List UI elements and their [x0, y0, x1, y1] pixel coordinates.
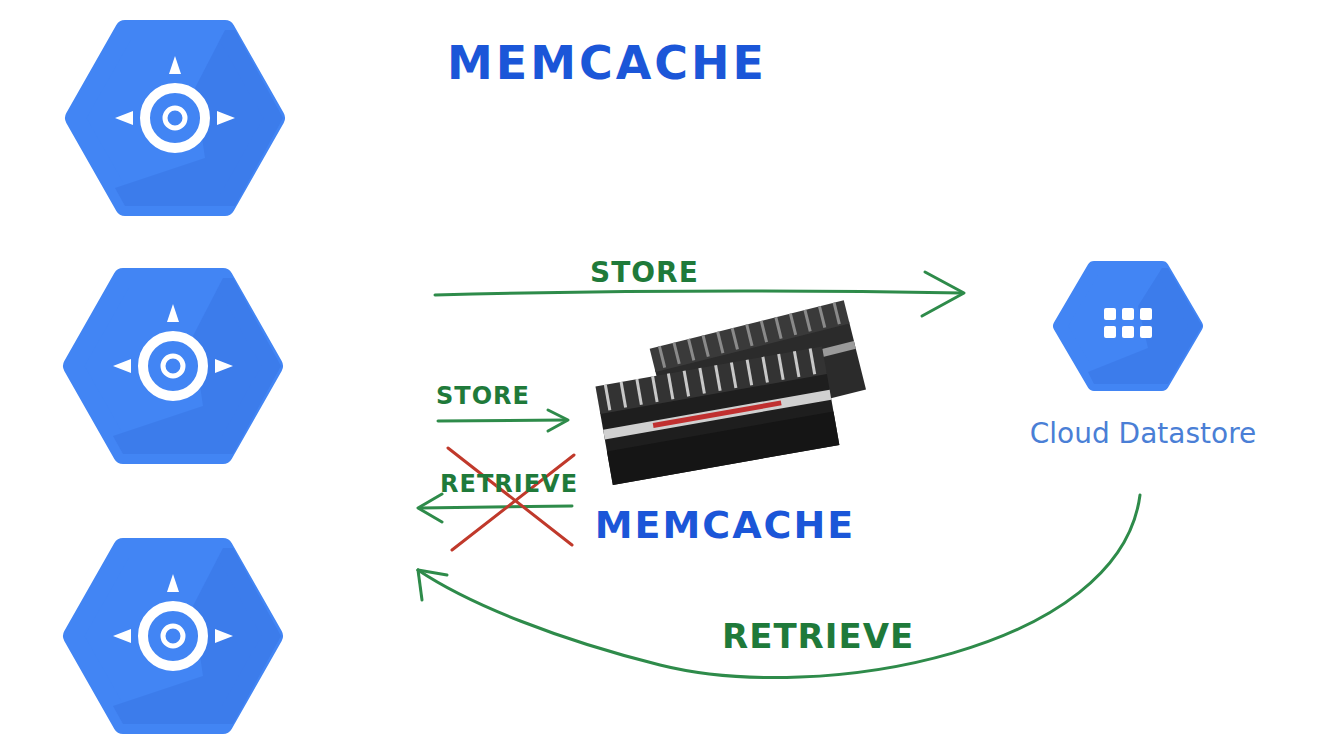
title: MEMCACHE [447, 36, 767, 90]
app-engine-icon [75, 30, 283, 206]
ram-illustration [595, 300, 866, 485]
memcache-node: MEMCACHE [580, 335, 870, 547]
datastore-icon [1060, 268, 1202, 384]
arrow-label: STORE [590, 256, 699, 289]
arrow-label: RETRIEVE [440, 470, 578, 498]
arrow-label: STORE [436, 382, 530, 410]
node-label: MEMCACHE [580, 503, 870, 547]
app-engine-icon [73, 548, 281, 724]
green-arrows [418, 272, 1140, 678]
datastore-node: Cloud Datastore [993, 255, 1293, 450]
app-engine-icon [73, 278, 281, 454]
cross-out-mark [448, 448, 574, 550]
node-label: Cloud Datastore [993, 417, 1293, 450]
arrow-label: RETRIEVE [722, 616, 914, 656]
